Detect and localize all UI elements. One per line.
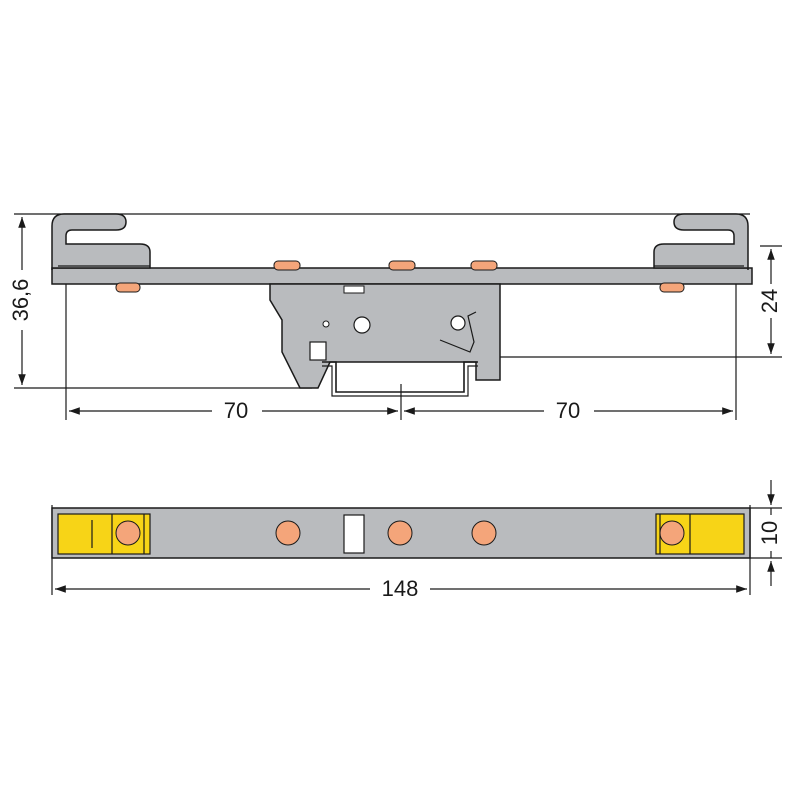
din-rail-outer <box>322 361 478 393</box>
contact-top-view-1 <box>275 520 301 546</box>
dimension-thickness: 10 <box>757 480 785 586</box>
contact-bottom-right <box>659 282 685 293</box>
dimension-label-bg <box>8 270 36 330</box>
din-rail-inner <box>322 365 478 397</box>
dimension-label-bg <box>757 284 785 318</box>
dimension-label-width-left: 70 <box>224 398 248 423</box>
latch-window <box>309 341 327 361</box>
right-end-hook <box>653 213 749 270</box>
dimension-label-bg <box>757 515 785 551</box>
contact-top-view-right <box>659 520 685 546</box>
dimension-label-height-total: 36,6 <box>8 279 33 322</box>
dimension-label-bg <box>544 398 594 424</box>
contact-top-view-3 <box>471 520 497 546</box>
dimension-length-total: 148 <box>55 576 747 602</box>
center-slot <box>343 514 365 554</box>
contact-bottom-left <box>115 282 141 293</box>
dimension-label-width-right: 70 <box>556 398 580 423</box>
mounting-foot <box>269 283 501 389</box>
contact-top-1 <box>273 260 301 271</box>
contact-top-view-left <box>115 520 141 546</box>
dimension-label-thickness: 10 <box>757 521 782 545</box>
mounting-hole-1 <box>353 316 371 334</box>
dimension-label-bg <box>370 576 430 602</box>
small-hole <box>322 320 330 328</box>
contact-top-2 <box>388 260 416 271</box>
dimension-height-total: 36,6 <box>8 217 36 385</box>
foot-slot <box>343 285 365 294</box>
mounting-hole-2 <box>450 315 466 331</box>
side-view <box>14 213 782 420</box>
dimension-widths: 70 70 <box>69 398 733 424</box>
latch-spring <box>439 311 477 353</box>
contact-top-3 <box>470 260 498 271</box>
left-end-hook <box>51 213 151 270</box>
dimension-label-height-right: 24 <box>757 289 782 313</box>
dimension-height-right: 24 <box>757 249 785 354</box>
dimension-label-length-total: 148 <box>382 576 419 601</box>
dimension-label-bg <box>212 398 262 424</box>
contact-top-view-2 <box>387 520 413 546</box>
top-view <box>51 505 782 595</box>
